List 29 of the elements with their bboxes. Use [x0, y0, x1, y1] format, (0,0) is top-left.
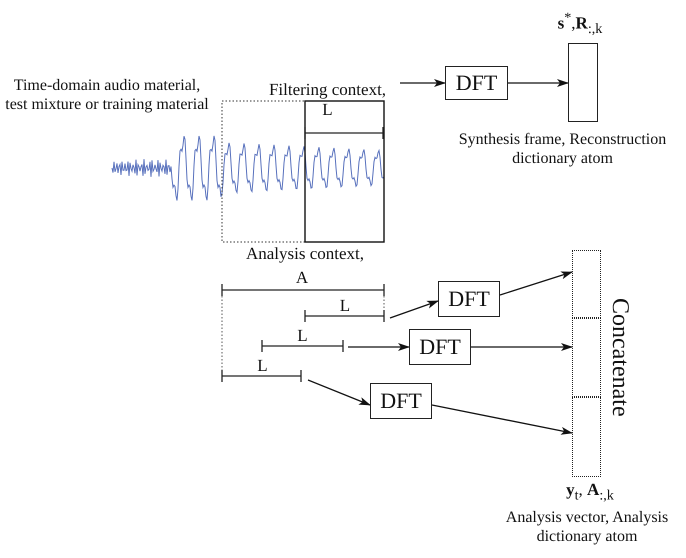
dimension-label: L: [322, 100, 333, 120]
arrow: [471, 343, 573, 351]
process-box: DFT: [438, 281, 500, 317]
arrow: [308, 379, 371, 406]
frame-box: [568, 43, 598, 122]
arrow: [500, 271, 573, 296]
process-box: DFT: [370, 383, 432, 419]
concatenate-caption: Concatenate: [608, 298, 632, 417]
vector-segment: [572, 397, 601, 477]
dimension-label: Filtering context,: [268, 80, 386, 100]
arrow: [432, 404, 573, 435]
node-label: Synthesis frame, Reconstruction dictionary atom: [458, 130, 668, 168]
source-caption: Time-domain audio material, test mixture or training material: [4, 76, 210, 114]
arrow: [400, 79, 446, 87]
symbol-label: y$_{t}$, A$_{:,k}$: [565, 480, 615, 504]
dimension-label: L: [340, 296, 350, 316]
vector-segment: [572, 250, 601, 318]
vector-segment: [572, 318, 601, 397]
dimension-label: L: [297, 326, 308, 346]
process-box: DFT: [409, 329, 471, 365]
dimension-label: A: [294, 268, 310, 288]
node-label: Analysis vector, Analysis dictionary atom: [504, 508, 670, 546]
arrow: [390, 300, 439, 319]
symbol-label: s$^{*}$,R$_{:,k}$: [556, 10, 604, 38]
analysis-context-caption: Analysis context,: [244, 244, 366, 264]
arrow: [508, 79, 569, 87]
process-box: DFT: [445, 66, 508, 100]
arrow: [348, 343, 410, 351]
dimension-label: L: [257, 356, 268, 376]
